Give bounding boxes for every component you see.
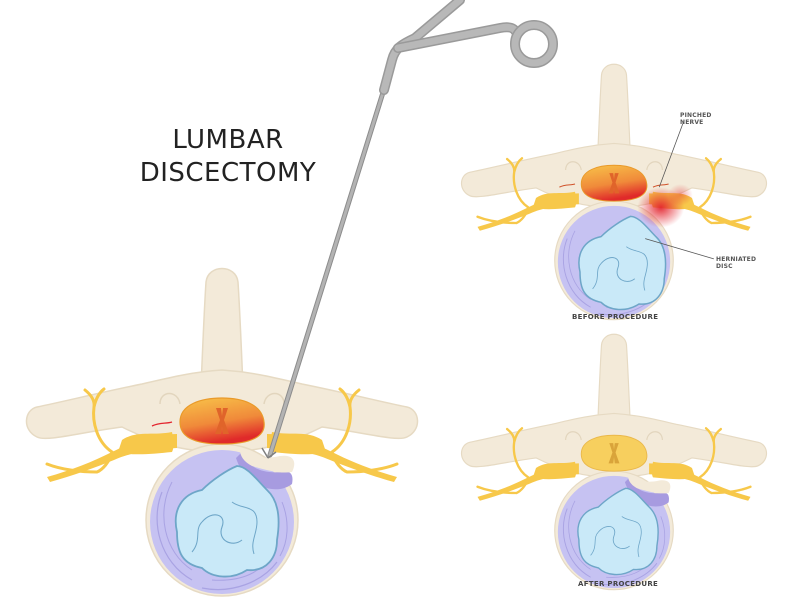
pinched-nerve-label: PINCHED NERVE bbox=[680, 112, 712, 126]
rongeur-instrument bbox=[261, 0, 558, 459]
after-vertebra bbox=[460, 333, 768, 591]
before-vertebra bbox=[460, 63, 768, 321]
after-procedure-caption: AFTER PROCEDURE bbox=[578, 580, 659, 588]
instrument-tip bbox=[261, 447, 277, 459]
herniated-disc-label-line-1: HERNIATED bbox=[716, 256, 757, 263]
title-line-2: DISCECTOMY bbox=[139, 158, 317, 188]
spinal-cord bbox=[179, 397, 265, 445]
title-line-1: LUMBAR bbox=[172, 125, 284, 155]
spinal-cord bbox=[580, 164, 648, 202]
spinal-cord-healthy bbox=[580, 434, 648, 472]
herniated-disc-leader bbox=[645, 238, 714, 260]
pinched-nerve-label-line-2: NERVE bbox=[680, 119, 704, 126]
main-vertebra bbox=[25, 267, 419, 597]
before-procedure-caption: BEFORE PROCEDURE bbox=[572, 313, 659, 321]
herniated-disc-label-line-2: DISC bbox=[716, 263, 733, 270]
herniated-disc-label: HERNIATED DISC bbox=[716, 256, 756, 270]
pinched-nerve-leader bbox=[658, 119, 685, 188]
diagram-title: LUMBAR DISCECTOMY bbox=[128, 124, 328, 190]
irritated-nerve-edge bbox=[151, 421, 173, 427]
pinched-nerve-label-line-1: PINCHED bbox=[680, 112, 712, 119]
